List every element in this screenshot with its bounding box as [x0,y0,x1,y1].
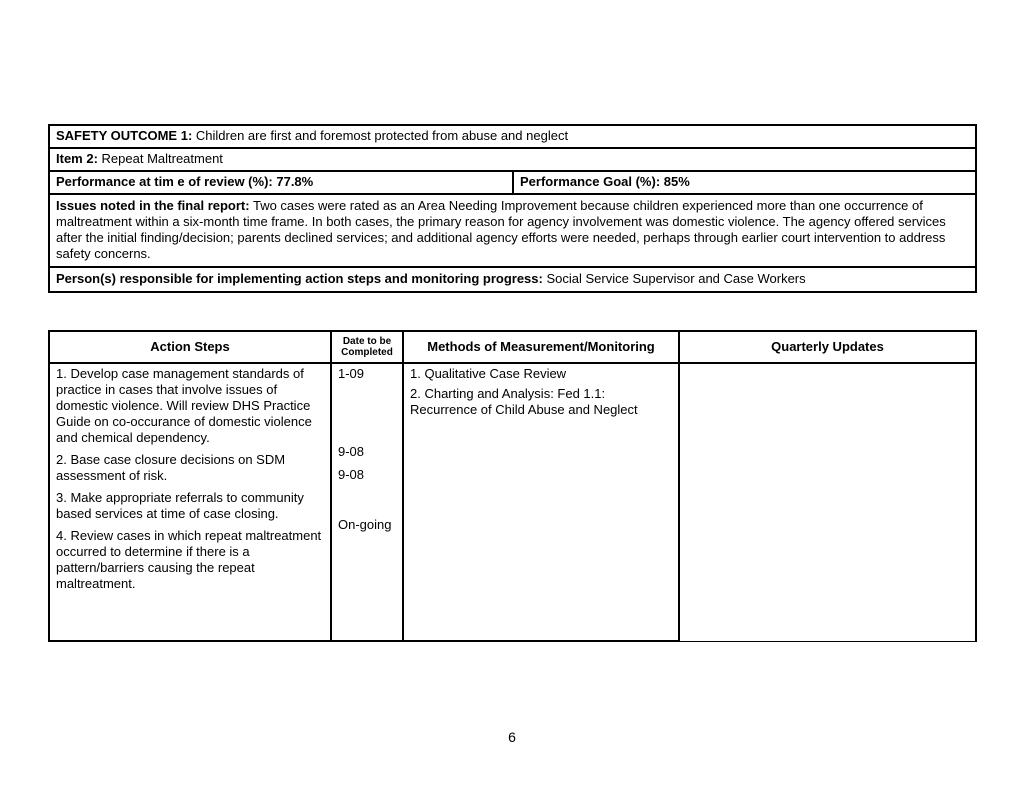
quarterly-updates-cell [678,362,977,642]
date-list: 1-09 9-08 9-08 On-going [338,366,396,638]
action-step: 2. Base case closure decisions on SDM as… [56,452,286,483]
responsible-row: Person(s) responsible for implementing a… [48,266,977,293]
date-item: 1-09 [338,366,365,381]
date-item: 9-08 [338,467,365,482]
action-step: 3. Make appropriate referrals to communi… [56,490,304,521]
page-number: 6 [508,729,516,745]
method-item: 2. Charting and Analysis: Fed 1.1: Recur… [410,386,638,417]
performance-label: Performance at tim e of review (%): [56,174,273,189]
header-quarterly-updates: Quarterly Updates [678,330,977,364]
methods-cell: 1. Qualitative Case Review 2. Charting a… [402,362,680,642]
action-steps-table: Action Steps Date to be Completed Method… [48,330,977,642]
goal-label: Performance Goal (%): [520,174,661,189]
responsible-label: Person(s) responsible for implementing a… [56,271,543,286]
responsible-text: Social Service Supervisor and Case Worke… [546,271,806,286]
goal-cell: Performance Goal (%): 85% [512,170,977,195]
issues-row: Issues noted in the final report: Two ca… [48,193,977,268]
header-methods: Methods of Measurement/Monitoring [402,330,680,364]
method-item: 1. Qualitative Case Review [410,366,567,381]
performance-cell: Performance at tim e of review (%): 77.8… [48,170,514,195]
outcome-text: Children are first and foremost protecte… [195,128,569,143]
issues-text: Two cases were rated as an Area Needing … [56,198,946,261]
header-action-steps: Action Steps [48,330,332,364]
action-step: 1. Develop case management standards of … [56,366,312,445]
item-row: Item 2: Repeat Maltreatment [48,147,977,172]
issues-label: Issues noted in the final report: [56,198,250,213]
header-date-line1: Date to be [342,336,392,347]
safety-outcome-row: SAFETY OUTCOME 1: Children are first and… [48,124,977,149]
action-step: 4. Review cases in which repeat maltreat… [56,528,322,591]
header-date: Date to be Completed [330,330,404,364]
performance-value: 77.8% [276,174,314,189]
safety-outcome-table: SAFETY OUTCOME 1: Children are first and… [48,124,977,293]
date-item: 9-08 [338,444,365,459]
header-date-line2: Completed [341,347,393,358]
item-text: Repeat Maltreatment [101,151,223,166]
date-item: On-going [338,517,392,532]
dates-cell: 1-09 9-08 9-08 On-going [330,362,404,642]
outcome-label: SAFETY OUTCOME 1: [56,128,193,143]
item-label: Item 2: [56,151,98,166]
goal-value: 85% [663,174,690,189]
action-steps-cell: 1. Develop case management standards of … [48,362,332,642]
